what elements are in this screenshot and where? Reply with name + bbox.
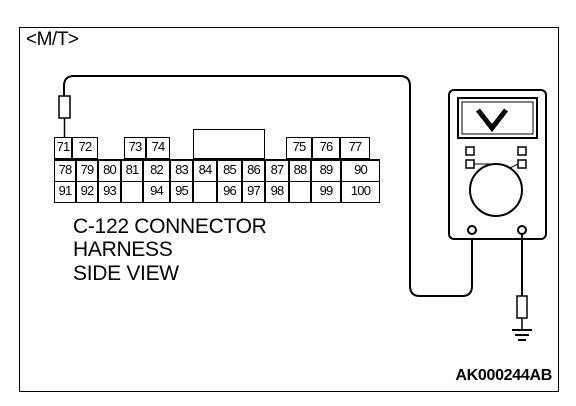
connector-pin: 71: [54, 137, 72, 159]
connector-caption-line-2: HARNESS: [73, 238, 173, 261]
connector-pin: 77: [340, 137, 370, 159]
connector-pin: 97: [242, 181, 265, 203]
connector-pin: 94: [143, 181, 170, 203]
connector-pin: 98: [265, 181, 289, 203]
connector-caption-line-3: SIDE VIEW: [73, 262, 179, 285]
connector-pin: 75: [286, 137, 312, 159]
connector-lock-tab: [193, 129, 265, 159]
connector-pin: 74: [146, 137, 170, 159]
connector-pin: 89: [311, 160, 341, 182]
connector-pin: 81: [121, 160, 143, 182]
connector-pin: 73: [124, 137, 146, 159]
connector-pin: 99: [311, 181, 341, 203]
connector-pin: 83: [170, 160, 193, 182]
connector-pin: 93: [98, 181, 121, 203]
connector-pin-empty: [193, 181, 217, 203]
voltage-v-icon: [476, 108, 508, 133]
connector-pin: 78: [54, 160, 76, 182]
variant-label: <M/T>: [26, 29, 79, 50]
test-probe-icon: [58, 95, 71, 137]
connector-pin: 80: [98, 160, 121, 182]
connector-pin: 95: [170, 181, 193, 203]
connector-pin: 92: [76, 181, 98, 203]
test-probe-icon: [516, 295, 528, 330]
connector-pin: 82: [143, 160, 170, 182]
connector-pin: 100: [341, 181, 380, 203]
figure-id: AK000244AB: [455, 367, 552, 384]
connector-pin: 86: [242, 160, 265, 182]
connector-pin-empty: [289, 181, 311, 203]
connector-pin: 85: [217, 160, 242, 182]
connector-pin: 87: [265, 160, 289, 182]
probe-lead-wire: [63, 75, 473, 297]
connector-pin: 79: [76, 160, 98, 182]
connector-pin: 84: [193, 160, 217, 182]
ground-symbol-icon: [512, 329, 532, 341]
connector-pin: 72: [72, 137, 98, 159]
connector-caption-line-1: C-122 CONNECTOR: [73, 215, 267, 238]
connector-pin: 91: [54, 181, 76, 203]
connector-pin: 96: [217, 181, 242, 203]
connector-pin-empty: [121, 181, 143, 203]
connector-pin: 76: [312, 137, 340, 159]
connector-pin: 88: [289, 160, 311, 182]
connector-pin: 90: [341, 160, 380, 182]
multimeter-icon: [448, 89, 547, 240]
